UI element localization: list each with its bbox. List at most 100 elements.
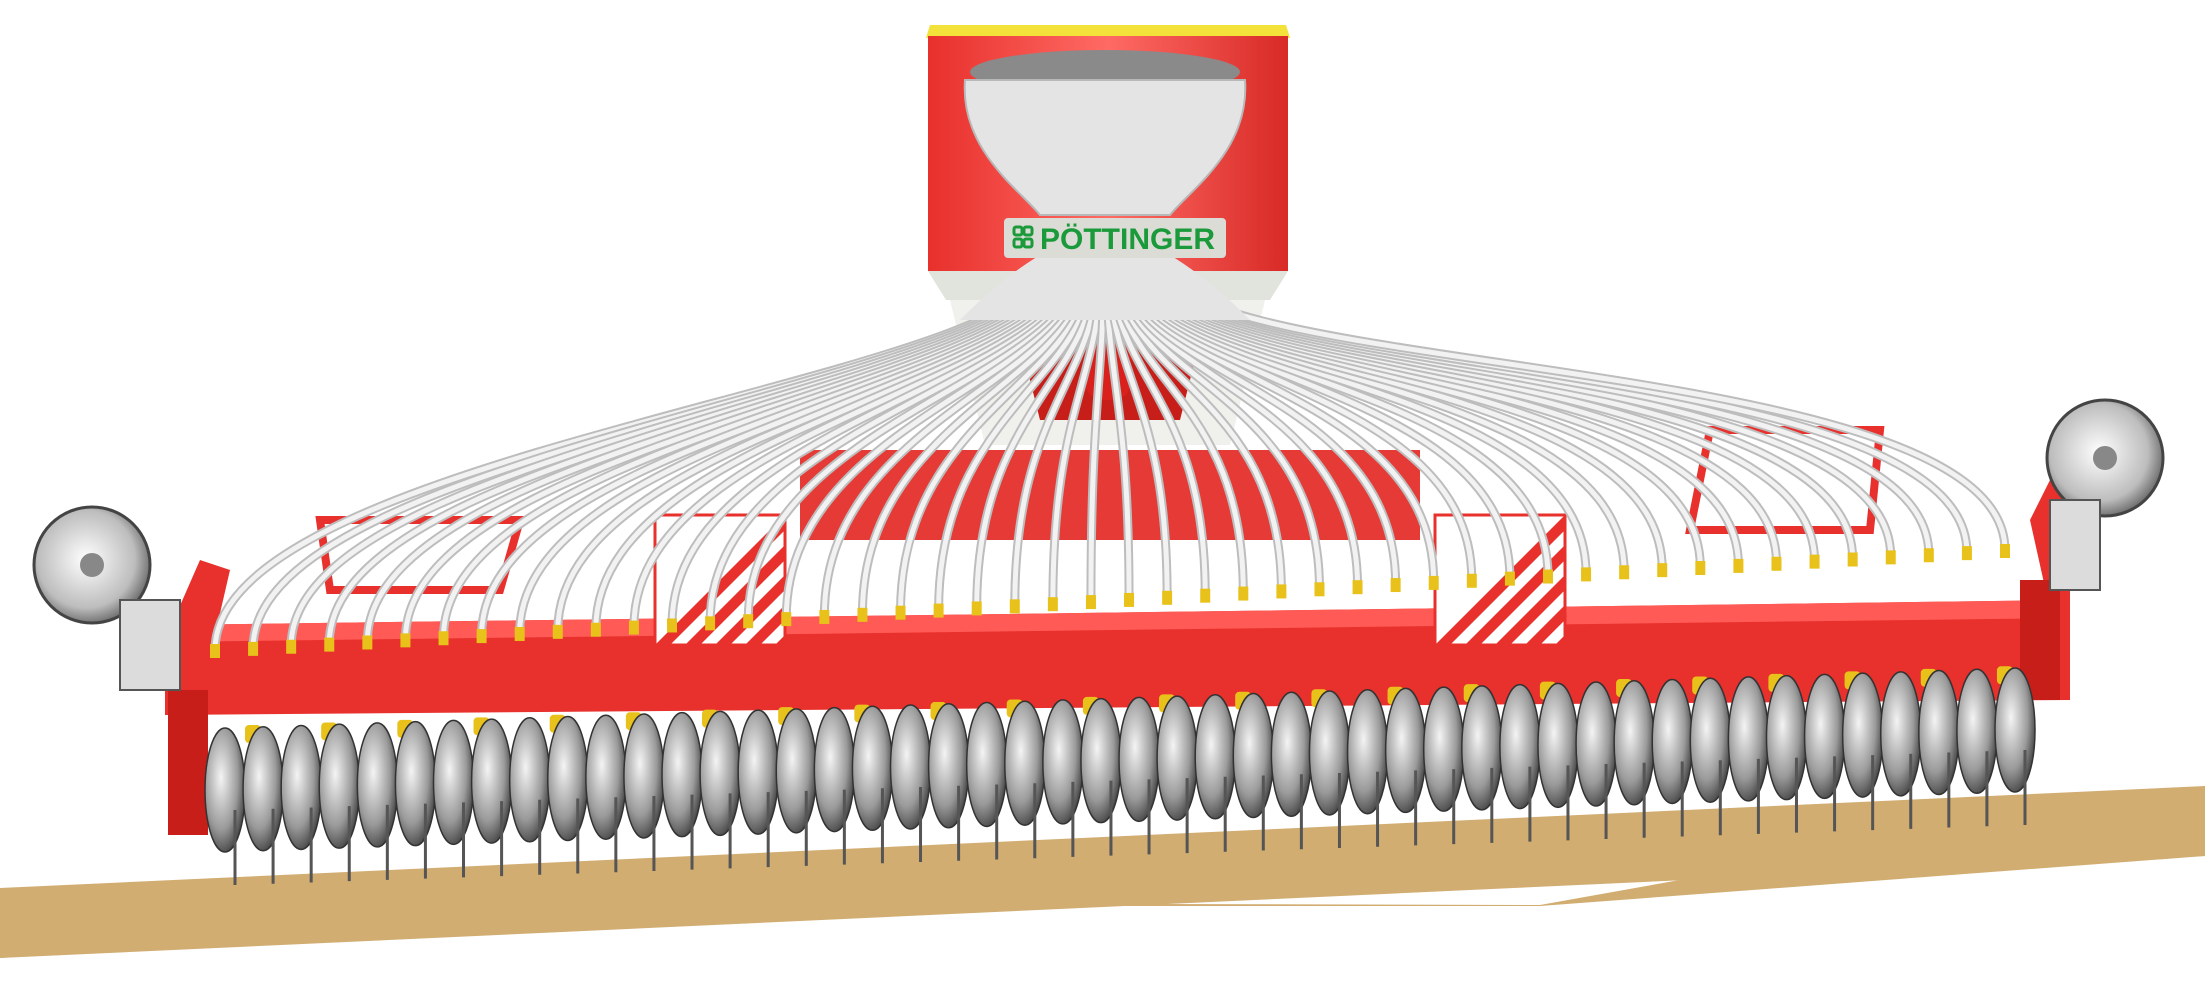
disc-coulter xyxy=(737,709,779,835)
disc-coulter xyxy=(1194,694,1236,820)
hose-fitting xyxy=(1314,582,1325,597)
brand-logo-icon xyxy=(1012,225,1034,249)
hose-fitting xyxy=(514,626,525,641)
warning-stripe xyxy=(1435,515,1565,645)
disc-coulter xyxy=(927,702,970,829)
hose-fitting xyxy=(1276,584,1287,599)
hose-fitting xyxy=(933,603,944,618)
hose-fitting xyxy=(1847,552,1858,567)
hose-fitting xyxy=(895,605,906,620)
disc-coulter xyxy=(1803,673,1846,800)
hose-fitting xyxy=(476,629,487,644)
disc-coulter xyxy=(1004,700,1046,826)
hose-fitting xyxy=(324,637,335,652)
disc-coulter xyxy=(1879,671,1922,797)
disc-coulter xyxy=(1613,680,1655,806)
hose-fitting xyxy=(628,620,639,635)
hose-fitting xyxy=(819,609,830,624)
hose-fitting xyxy=(590,622,601,637)
warning-stripe xyxy=(745,605,785,645)
hose-fitting xyxy=(667,618,678,633)
hose-fitting xyxy=(1695,561,1706,576)
disc-coulter xyxy=(699,710,741,837)
disc-coulter xyxy=(1308,690,1351,816)
hose-fitting xyxy=(705,616,716,631)
hose-fitting xyxy=(1428,575,1439,590)
disc-coulter xyxy=(1156,695,1198,821)
hose-fitting xyxy=(400,633,411,648)
hose-fitting xyxy=(1504,571,1515,586)
disc-coulter xyxy=(1841,672,1884,798)
hose-fitting xyxy=(1009,599,1020,614)
disc-coulter xyxy=(1918,669,1960,796)
hose-fitting xyxy=(1390,578,1401,593)
disc-coulter xyxy=(775,708,818,834)
disc-coulter xyxy=(1346,688,1389,815)
hose-fitting xyxy=(857,607,868,622)
ground-surface xyxy=(0,786,2205,958)
warning-stripe xyxy=(1465,545,1565,645)
hose-fitting xyxy=(248,641,259,656)
disc-coulter xyxy=(1422,686,1465,812)
disc-coulter xyxy=(1270,691,1313,818)
hose-fitting xyxy=(1085,595,1096,610)
disc-coulter xyxy=(623,713,665,839)
disc-coulter xyxy=(280,724,322,851)
disc-coulter xyxy=(1956,668,1998,795)
hose-fitting xyxy=(1809,554,1820,569)
hose-fitting xyxy=(1162,590,1173,605)
disc-coulter xyxy=(356,722,399,848)
hose-fitting xyxy=(210,644,220,658)
hose-fitting xyxy=(781,612,792,627)
disc-coulter xyxy=(1384,687,1427,814)
warning-stripe xyxy=(775,635,790,650)
warning-stripe xyxy=(1495,575,1565,645)
disc-coulter xyxy=(204,727,246,853)
disc-coulter xyxy=(1765,674,1808,801)
disc-coulter xyxy=(813,706,856,833)
disc-coulter xyxy=(508,717,551,843)
disc-coulter xyxy=(318,723,361,849)
hose-fitting xyxy=(362,635,373,650)
disc-coulter xyxy=(1118,696,1160,823)
warning-stripe xyxy=(1525,605,1565,645)
hose-fitting xyxy=(438,631,449,646)
hose-fitting xyxy=(1238,586,1249,601)
hopper-lid xyxy=(926,25,1290,38)
hose-fitting xyxy=(1923,548,1934,563)
disc-coulters xyxy=(204,666,2036,885)
disc-coulter xyxy=(470,718,513,844)
disc-coulter xyxy=(585,714,627,840)
hose-fitting xyxy=(1466,573,1477,588)
hose-fitting xyxy=(1657,563,1668,578)
hose-fitting xyxy=(1733,558,1744,573)
disc-coulter xyxy=(1689,677,1732,803)
hose-fitting xyxy=(1200,588,1211,603)
disc-coulter xyxy=(965,701,1008,828)
hose-fitting xyxy=(1124,592,1135,607)
disc-coulter xyxy=(1727,676,1770,802)
disc-coulter xyxy=(242,725,284,852)
disc-coulter xyxy=(432,719,475,846)
hose-fitting xyxy=(1619,565,1630,580)
disc-coulter xyxy=(1461,685,1503,811)
disc-coulter xyxy=(1232,692,1275,819)
disc-coulter xyxy=(394,720,437,847)
hose-fitting xyxy=(1771,556,1782,571)
disc-coulter xyxy=(661,711,703,838)
brand-logo-text: PÖTTINGER xyxy=(1040,223,1215,256)
marker-wheel-left xyxy=(32,505,181,691)
hose-fitting xyxy=(2000,544,2010,558)
hose-fitting xyxy=(552,624,563,639)
disc-coulter xyxy=(1499,683,1541,810)
hose-fitting xyxy=(743,614,754,629)
disc-coulter xyxy=(1080,697,1122,824)
hose-fitting xyxy=(1885,550,1896,565)
disc-coulter xyxy=(889,704,932,830)
marker-wheel-right xyxy=(2045,398,2165,591)
disc-coulter xyxy=(1651,678,1693,805)
brand-plate xyxy=(1004,218,1226,258)
distributor-head: PÖTTINGER xyxy=(960,50,1250,320)
hose-fitting xyxy=(1581,567,1592,582)
